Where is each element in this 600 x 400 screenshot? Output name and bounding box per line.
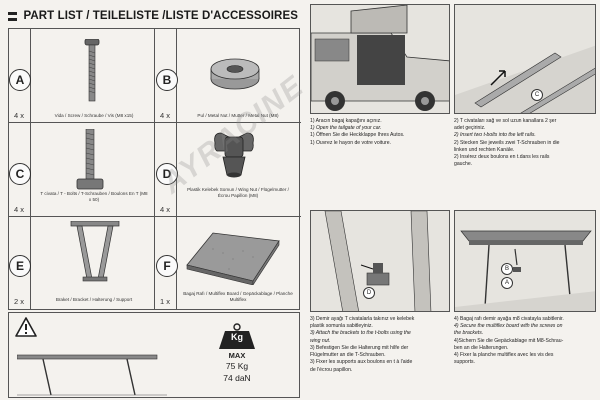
step-line: 2) Insert two t-bolts into the left rail…: [454, 132, 536, 139]
step-2-text: 2) T civataları sağ ve sol uzun kanallar…: [454, 118, 596, 169]
step-line: 2) Stecken Sie jeweils zwei T-Schrauben …: [454, 139, 560, 146]
part-caption-d: Plastik Kelebek Somun / Wing Nut / Flüge…: [187, 187, 289, 198]
part-qty-b: 4 x: [160, 111, 171, 120]
step-line: 3) Befestigen Sie die Halterung mit hilf…: [310, 344, 409, 351]
step-line: 3) Fixer les supports aux boulons en t à…: [310, 359, 413, 366]
step-line: the brackets.: [454, 330, 484, 337]
installation-steps: C 1) Aracın bagaj kapağını açınız. 1) Op…: [306, 2, 598, 398]
step-line: 3) Attach the brackets to the t-bolts us…: [310, 330, 411, 337]
part-caption-b: Pul / Metal Nut / Mutter / Metal Nut (M8…: [197, 113, 279, 118]
screw-icon: [84, 39, 100, 102]
step-line: plastik somunla sabitleyiniz.: [310, 323, 373, 330]
step-line: 1) Aracın bagaj kapağını açınız.: [310, 118, 382, 124]
step-line: linken und rechten Kanäle.: [454, 146, 515, 153]
part-qty-c: 4 x: [14, 205, 25, 214]
step-line: 4) Fixer la planche multiflex avec les v…: [454, 352, 554, 359]
part-list-header: PART LIST / TEILELISTE /LISTE D'ACCESSOI…: [8, 6, 298, 26]
step-line: 1) Open the tailgate of your car.: [310, 125, 382, 132]
step-line: 2) T civataları sağ ve sol uzun kanallar…: [454, 118, 557, 124]
step-line: 2) Insérez deux boulons en t.dans les ra…: [454, 154, 550, 161]
step-2-image: C: [454, 4, 596, 114]
callout-b: B: [501, 263, 513, 275]
step-line: 1) Ouvrez le hayon de votre voiture.: [310, 139, 391, 146]
warning-icon: [15, 317, 37, 337]
step-4-image: B A: [454, 210, 596, 312]
list-icon: [8, 10, 18, 23]
weight-unit: Kg: [231, 332, 243, 342]
bracket-icon: [70, 221, 120, 282]
rails-insert-icon: [455, 5, 595, 113]
step-3-text: 3) Demir ayağı T civatalarla takınız ve …: [310, 316, 450, 374]
step-line: 4)Sichern Sie die Gepäckablage mit M8-Sc…: [454, 337, 564, 344]
part-qty-a: 4 x: [14, 111, 25, 120]
callout-c: C: [531, 89, 543, 101]
part-caption-e: Braket / Bracket / Halterung / Support: [55, 297, 133, 302]
step-line: wing nut.: [310, 337, 331, 344]
weight-icon: [219, 323, 255, 349]
step-line: 4) Bagaj rafı demir ayağa m8 civatayla s…: [454, 316, 564, 322]
part-letter-b: B: [156, 69, 178, 91]
part-qty-e: 2 x: [14, 297, 25, 306]
part-qty-f: 1 x: [160, 297, 171, 306]
car-rear-open-icon: [311, 5, 449, 113]
metal-nut-icon: [210, 58, 260, 90]
part-letter-c: C: [9, 163, 31, 185]
page-title: PART LIST / TEILELISTE /LISTE D'ACCESSOI…: [23, 10, 298, 22]
part-letter-d: D: [156, 163, 178, 185]
max-load-badge: Kg MAX 75 Kg 74 daN: [209, 323, 265, 393]
step-line: Flügelmutter an die T-Schrauben.: [310, 352, 386, 359]
t-bolt-icon: [76, 129, 104, 190]
callout-a: A: [501, 277, 513, 289]
bracket-attach-icon: [311, 211, 449, 311]
step-line: ben an die Halterungen.: [454, 344, 509, 351]
part-cell: [31, 123, 155, 217]
part-caption-c: T civata / T - Bolts / T-Schrauben / Bou…: [40, 191, 148, 202]
wing-nut-icon: [214, 132, 254, 178]
step-1-text: 1) Aracın bagaj kapağını açınız. 1) Open…: [310, 118, 450, 147]
part-cell: [177, 29, 301, 123]
step-4-text: 4) Bagaj rafı demir ayağa m8 civatayla s…: [454, 316, 596, 367]
shelf-side-view-icon: [17, 354, 167, 396]
max-dan: 74 daN: [223, 373, 251, 383]
multiflex-board-icon: [186, 232, 280, 285]
step-line: adet geçiriniz.: [454, 125, 486, 132]
step-line: 3) Demir ayağı T civatalarla takınız ve …: [310, 316, 415, 322]
max-kg: 75 Kg: [225, 361, 249, 371]
step-line: 1) Öffnen Sie die Heckklappe Ihres Autos…: [310, 132, 405, 139]
step-line: de l'écrou papillon.: [310, 366, 353, 373]
step-line: gauche.: [454, 161, 473, 168]
part-list-section: PART LIST / TEILELISTE /LISTE D'ACCESSOI…: [6, 4, 311, 398]
board-mounted-icon: [455, 211, 595, 311]
step-3-image: D: [310, 210, 450, 312]
load-warning-panel: Kg MAX 75 Kg 74 daN: [8, 312, 300, 398]
part-caption-a: Vida / Screw / Schraube / Vis (M8 x15): [54, 113, 134, 118]
part-cell: [31, 29, 155, 123]
max-label: MAX: [228, 351, 246, 360]
parts-table: A 4 x Vida / Screw / Schraube / Vis (M8 …: [8, 28, 301, 310]
part-letter-e: E: [9, 255, 31, 277]
part-cell: [177, 123, 301, 217]
step-1-image: [310, 4, 450, 114]
step-line: 4) Secure the multiflex board with the s…: [454, 323, 563, 330]
part-cell: [31, 217, 155, 310]
part-letter-f: F: [156, 255, 178, 277]
step-line: supports.: [454, 359, 475, 366]
part-qty-d: 4 x: [160, 205, 171, 214]
callout-d: D: [363, 287, 375, 299]
part-caption-f: Bagaj Rafı / Multiflex Board / Gepäckabl…: [183, 291, 293, 302]
part-letter-a: A: [9, 69, 31, 91]
